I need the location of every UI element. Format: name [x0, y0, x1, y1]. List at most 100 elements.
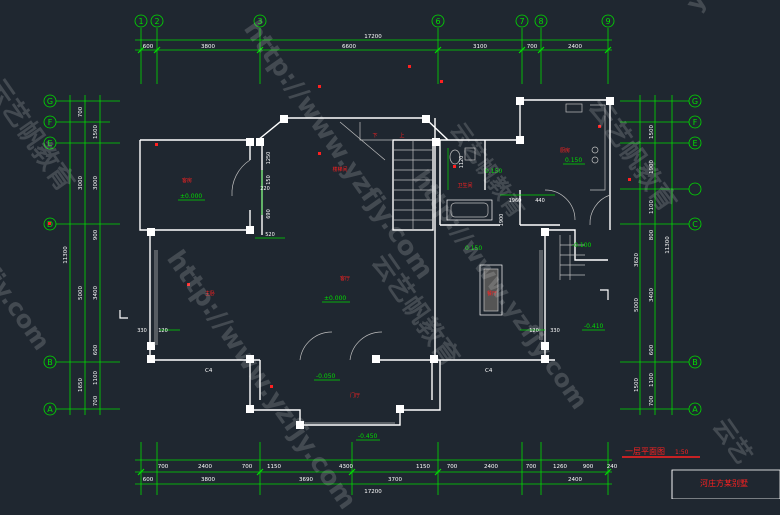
level-living-room: ±0.000 [324, 295, 346, 302]
dim-left-1: 1500 [93, 125, 99, 139]
room-kitchen: 厨房 [560, 147, 570, 154]
dim-left-3: 3000 [93, 176, 99, 190]
dimension-ticks [137, 46, 612, 476]
dim-top-4: 700 [527, 44, 538, 50]
dim-left-0: 700 [78, 106, 84, 117]
dim-interior-11: 120 [529, 328, 539, 334]
dim-bottom-r2-0: 600 [143, 477, 154, 483]
dim-interior-10: 120 [158, 328, 168, 334]
level-guest-room: ±0.000 [180, 193, 202, 200]
dim-right-6: 5000 [634, 298, 640, 312]
axis-label-A-right: A [692, 405, 698, 414]
room-stair-hall: 楼梯间 [332, 166, 347, 173]
axis-label-3: 3 [257, 17, 262, 26]
dim-bottom-r1-10: 900 [583, 464, 594, 470]
dim-top-1: 3800 [201, 44, 215, 50]
dim-bottom-r1-1: 2400 [198, 464, 212, 470]
axis-label-7: 7 [519, 17, 524, 26]
dim-bottom-r1-3: 1150 [267, 464, 281, 470]
dim-right-total: 11300 [665, 236, 671, 254]
axis-bubble-9 [601, 14, 615, 28]
dim-bottom-r2-3: 3700 [388, 477, 402, 483]
room-toilet: 卫生间 [457, 182, 472, 189]
dim-bottom-r2-1: 3800 [201, 477, 215, 483]
dim-bottom-r1-8: 700 [526, 464, 537, 470]
dim-top-2: 6600 [342, 44, 356, 50]
drawing-scale: 1:50 [675, 449, 689, 456]
axis-label-B-right: B [692, 358, 698, 367]
axis-label-F-right: F [693, 118, 698, 127]
dim-bottom-r2-4: 2400 [568, 477, 582, 483]
room-living: 客厅 [340, 275, 350, 282]
axis-bubble-2 [150, 14, 164, 28]
dim-right-8: 1100 [649, 373, 655, 387]
dim-right-2: 1100 [649, 200, 655, 214]
dim-left-2: 3000 [78, 176, 84, 190]
title-block: 一层平面图 1:50 河庄方某别墅 [622, 447, 780, 499]
dim-bottom-r1-7: 2400 [484, 464, 498, 470]
floor-plan-drawing: 1 2 3 6 7 8 9 G F E D B A G F E C B A 17… [43, 14, 780, 499]
axis-label-G-right: G [692, 97, 698, 106]
dim-top-3: 3100 [473, 44, 487, 50]
dim-left-5: 5000 [78, 286, 84, 300]
dim-interior-12: 330 [550, 328, 560, 334]
dim-right-3: 800 [649, 229, 655, 240]
axis-label-E-left: E [47, 139, 52, 148]
axis-label-G-left: G [47, 97, 53, 106]
project-name: 河庄方某别墅 [700, 478, 748, 488]
axis-label-9: 9 [605, 17, 610, 26]
dim-left-4: 900 [93, 229, 99, 240]
dim-bottom-r1-6: 700 [447, 464, 458, 470]
dim-right-10: 700 [649, 395, 655, 406]
room-bedroom: 主卧 [205, 290, 215, 297]
dim-left-9: 1100 [93, 371, 99, 385]
axis-bubble-3 [253, 14, 267, 28]
column-label-c4-right: C4 [485, 368, 493, 374]
dim-interior-3: 690 [266, 209, 272, 219]
dim-interior-6: 1960 [509, 198, 522, 204]
level-kitchen: 0.150 [565, 157, 582, 164]
dim-interior-7: 1900 [499, 214, 505, 227]
axis-label-2: 2 [154, 17, 159, 26]
level-right-step: -0.410 [584, 323, 604, 330]
drawing-title: 一层平面图 [625, 447, 665, 456]
dim-left-7: 600 [93, 344, 99, 355]
dim-interior-2: 150 [266, 175, 272, 185]
level-right-entry: -0.100 [572, 242, 592, 249]
dim-bottom-r1-0: 700 [158, 464, 169, 470]
axis-label-1: 1 [138, 17, 143, 26]
axis-label-E-right: E [692, 139, 697, 148]
room-dining: 餐厅 [487, 290, 497, 297]
dim-interior-0: 220 [260, 186, 270, 192]
dim-bottom-total: 17200 [364, 489, 382, 495]
dim-bottom-r1-9: 1260 [553, 464, 567, 470]
axis-label-8: 8 [538, 17, 543, 26]
axis-bubble-7 [515, 14, 529, 28]
stair-up: 上 [399, 132, 404, 139]
axis-bubble-8 [534, 14, 548, 28]
dim-top-total: 17200 [364, 34, 382, 40]
dim-right-1: 1900 [649, 160, 655, 174]
dim-left-total: 11300 [63, 246, 69, 264]
dim-left-8: 1650 [78, 378, 84, 392]
level-front-step: -0.450 [358, 433, 378, 440]
dim-right-7: 600 [649, 344, 655, 355]
dim-bottom-r1-5: 1150 [416, 464, 430, 470]
axis-label-A-left: A [47, 405, 53, 414]
level-front-porch: -0.050 [316, 373, 336, 380]
dim-interior-5: 1120 [459, 156, 465, 169]
dim-interior-1: 1250 [266, 152, 272, 165]
dim-interior-4: 520 [265, 232, 275, 238]
columns [147, 97, 614, 429]
dim-right-9: 1500 [634, 378, 640, 392]
level-dining: 0.150 [465, 245, 482, 252]
dim-bottom-r1-2: 700 [242, 464, 253, 470]
dim-right-0: 1500 [649, 125, 655, 139]
axis-label-C-right: C [692, 220, 698, 229]
dim-bottom-r2-2: 3690 [299, 477, 313, 483]
dim-top-0: 600 [143, 44, 154, 50]
dim-bottom-r1-4: 4300 [339, 464, 353, 470]
axis-label-F-left: F [48, 118, 53, 127]
dim-right-4: 3620 [634, 253, 640, 267]
column-label-c4-left: C4 [205, 368, 213, 374]
